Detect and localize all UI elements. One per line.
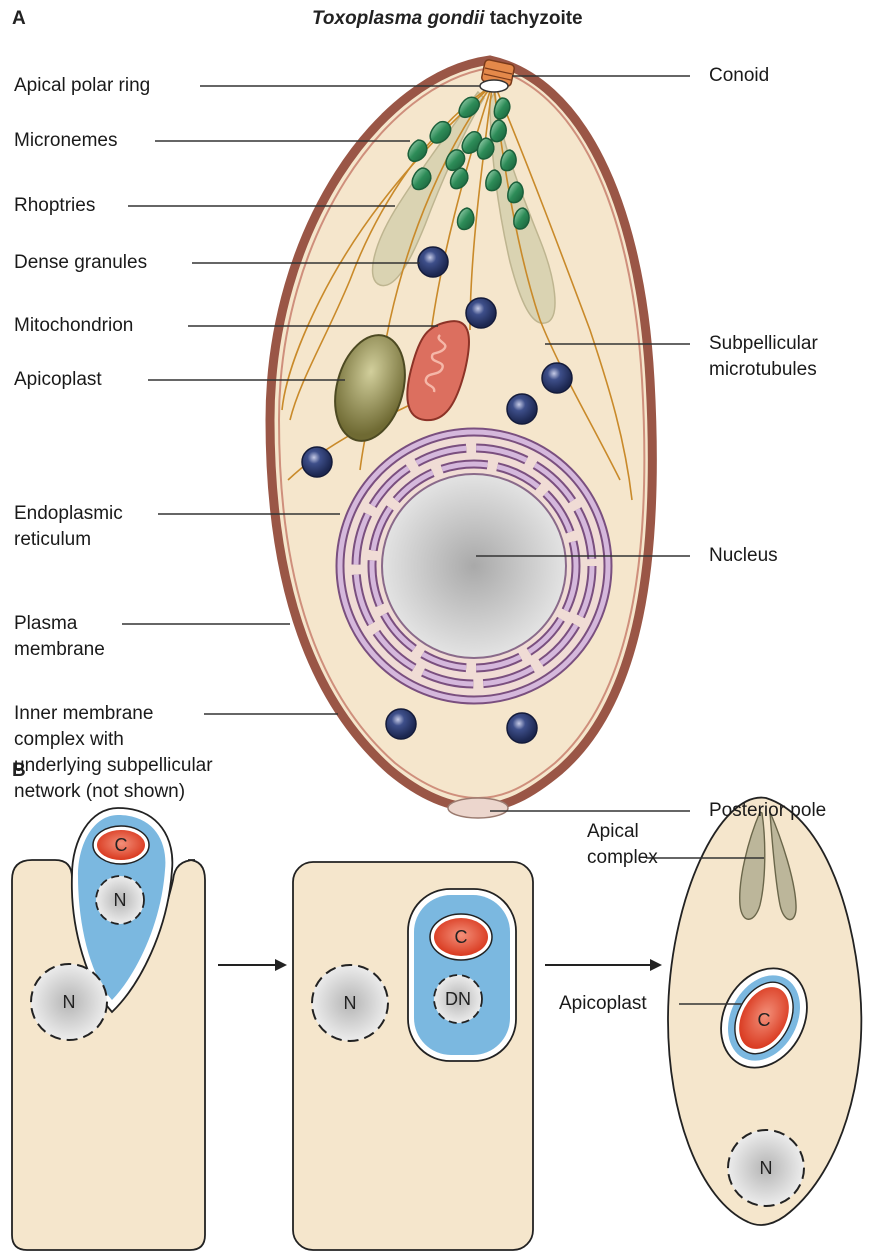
nucleus-organelle xyxy=(336,428,612,704)
label-imc-line2: complex with xyxy=(14,727,124,752)
label-apical-line2: complex xyxy=(587,845,658,870)
budding-step-1: C N N xyxy=(12,808,205,1250)
node-n-4: N xyxy=(760,1158,773,1178)
node-n-3: N xyxy=(344,993,357,1013)
label-imc-line3: underlying subpellicular xyxy=(14,753,213,778)
node-c-2: C xyxy=(455,927,468,947)
arrow-1 xyxy=(218,959,287,971)
budding-step-2: C DN N xyxy=(293,862,533,1250)
label-conoid: Conoid xyxy=(709,63,769,88)
node-c-1: C xyxy=(115,835,128,855)
label-posterior-pole: Posterior pole xyxy=(709,798,826,823)
label-apical-polar-ring: Apical polar ring xyxy=(14,73,150,98)
label-imc-line1: Inner membrane xyxy=(14,701,153,726)
node-c-3: C xyxy=(758,1010,771,1030)
label-subpel-line1: Subpellicular xyxy=(709,331,818,356)
apical-polar-ring xyxy=(480,80,508,92)
label-pm-line2: membrane xyxy=(14,637,105,662)
daughter-cell: C N xyxy=(668,798,861,1225)
label-rhoptries: Rhoptries xyxy=(14,193,95,218)
posterior-pole xyxy=(448,798,508,818)
label-micronemes: Micronemes xyxy=(14,128,117,153)
node-dn: DN xyxy=(445,989,471,1009)
node-n-1: N xyxy=(114,890,127,910)
label-er-line1: Endoplasmic xyxy=(14,501,123,526)
label-apicoplast-b: Apicoplast xyxy=(559,991,647,1016)
label-pm-line1: Plasma xyxy=(14,611,77,636)
label-nucleus: Nucleus xyxy=(709,543,778,568)
arrow-2 xyxy=(545,959,662,971)
label-apicoplast: Apicoplast xyxy=(14,367,102,392)
label-mitochondrion: Mitochondrion xyxy=(14,313,133,338)
label-subpel-line2: microtubules xyxy=(709,357,817,382)
label-apical-line1: Apical xyxy=(587,819,639,844)
label-imc-line4: network (not shown) xyxy=(14,779,185,804)
label-er-line2: reticulum xyxy=(14,527,91,552)
node-n-2: N xyxy=(63,992,76,1012)
label-dense-granules: Dense granules xyxy=(14,250,147,275)
